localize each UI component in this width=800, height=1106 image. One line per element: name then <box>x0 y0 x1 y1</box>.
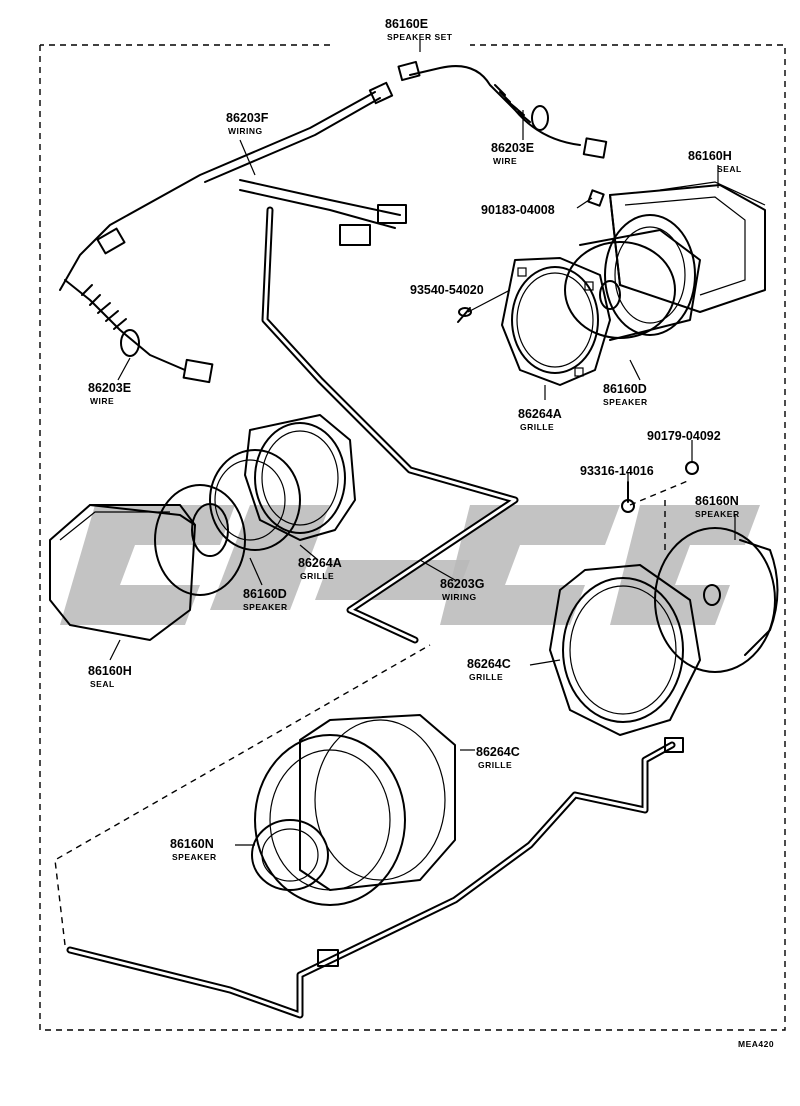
svg-text:86264A: 86264A <box>518 407 562 421</box>
wiring-86203g <box>261 206 519 644</box>
svg-text:90179-04092: 90179-04092 <box>647 429 721 443</box>
svg-text:GRILLE: GRILLE <box>478 760 512 770</box>
svg-text:93540-54020: 93540-54020 <box>410 283 484 297</box>
part-label-86160h-left: 86160H SEAL <box>88 664 132 689</box>
svg-text:WIRE: WIRE <box>90 396 114 406</box>
grille-86264a-left <box>244 414 356 541</box>
grille-86264c-bottom <box>299 714 456 891</box>
svg-text:WIRE: WIRE <box>493 156 517 166</box>
part-label-86203g: 86203G WIRING <box>440 577 484 602</box>
svg-text:86203E: 86203E <box>491 141 534 155</box>
svg-text:86264C: 86264C <box>476 745 520 759</box>
part-label-86160d-right: 86160D SPEAKER <box>603 382 648 407</box>
svg-text:86160N: 86160N <box>170 837 214 851</box>
part-label-86264a-right: 86264A GRILLE <box>518 407 562 432</box>
wire-86203e-top <box>397 60 608 159</box>
part-label-86160n-bottom: 86160N SPEAKER <box>170 837 217 862</box>
svg-text:GRILLE: GRILLE <box>469 672 503 682</box>
part-label-86264c-right: 86264C GRILLE <box>467 657 511 682</box>
part-label-93316: 93316-14016 <box>580 464 654 478</box>
svg-text:GRILLE: GRILLE <box>300 571 334 581</box>
seal-86160h-left <box>49 504 196 641</box>
seal-86160h-right <box>609 181 766 313</box>
wiring-86203f <box>59 81 407 384</box>
part-label-86160d-left: 86160D SPEAKER <box>243 587 288 612</box>
svg-text:86203G: 86203G <box>440 577 484 591</box>
bolt-93316 <box>621 481 635 513</box>
svg-text:86160D: 86160D <box>243 587 287 601</box>
svg-text:SPEAKER: SPEAKER <box>603 397 648 407</box>
svg-text:WIRING: WIRING <box>228 126 263 136</box>
speaker-set-border <box>39 40 786 1031</box>
wiring-bottom <box>66 737 684 1019</box>
svg-text:SPEAKER: SPEAKER <box>695 509 740 519</box>
nut-90179 <box>685 461 699 475</box>
part-label-86264a-left: 86264A GRILLE <box>298 556 342 581</box>
svg-text:SEAL: SEAL <box>717 164 742 174</box>
svg-text:86160E: 86160E <box>385 17 428 31</box>
part-label-86160e: 86160E SPEAKER SET <box>385 17 453 42</box>
speaker-86160n-bottom <box>251 734 406 906</box>
part-label-86160h-right: 86160H SEAL <box>688 149 742 174</box>
svg-text:SPEAKER: SPEAKER <box>172 852 217 862</box>
svg-text:86203E: 86203E <box>88 381 131 395</box>
speaker-86160n-right <box>654 527 779 673</box>
svg-text:86264C: 86264C <box>467 657 511 671</box>
nut-90183 <box>587 189 605 207</box>
grille-86264c-right <box>549 564 701 736</box>
svg-text:86160H: 86160H <box>688 149 732 163</box>
grille-86264a-right <box>501 257 611 386</box>
part-label-90183: 90183-04008 <box>481 203 555 217</box>
svg-text:WIRING: WIRING <box>442 592 477 602</box>
part-label-93540: 93540-54020 <box>410 283 484 297</box>
part-label-90179: 90179-04092 <box>647 429 721 443</box>
svg-text:86264A: 86264A <box>298 556 342 570</box>
part-label-86203f: 86203F WIRING <box>226 111 269 136</box>
screw-93540 <box>457 307 472 323</box>
svg-text:SPEAKER SET: SPEAKER SET <box>387 32 453 42</box>
diagram-code: MEA420 <box>738 1039 774 1049</box>
part-label-86203e-left: 86203E WIRE <box>88 381 131 406</box>
speaker-86160d-right <box>564 214 701 341</box>
part-label-86160n-right: 86160N SPEAKER <box>695 494 740 519</box>
speaker-86160d-left <box>154 449 301 596</box>
assembly-guide-lines <box>54 479 691 946</box>
svg-text:86160D: 86160D <box>603 382 647 396</box>
svg-text:SEAL: SEAL <box>90 679 115 689</box>
svg-text:90183-04008: 90183-04008 <box>481 203 555 217</box>
svg-text:86160H: 86160H <box>88 664 132 678</box>
svg-text:86160N: 86160N <box>695 494 739 508</box>
svg-text:86203F: 86203F <box>226 111 269 125</box>
svg-text:GRILLE: GRILLE <box>520 422 554 432</box>
svg-text:93316-14016: 93316-14016 <box>580 464 654 478</box>
leader-lines <box>109 110 736 846</box>
part-label-86203e-top: 86203E WIRE <box>491 141 534 166</box>
part-label-86264c-bottom: 86264C GRILLE <box>476 745 520 770</box>
svg-text:SPEAKER: SPEAKER <box>243 602 288 612</box>
svg-text:MEA420: MEA420 <box>738 1039 774 1049</box>
